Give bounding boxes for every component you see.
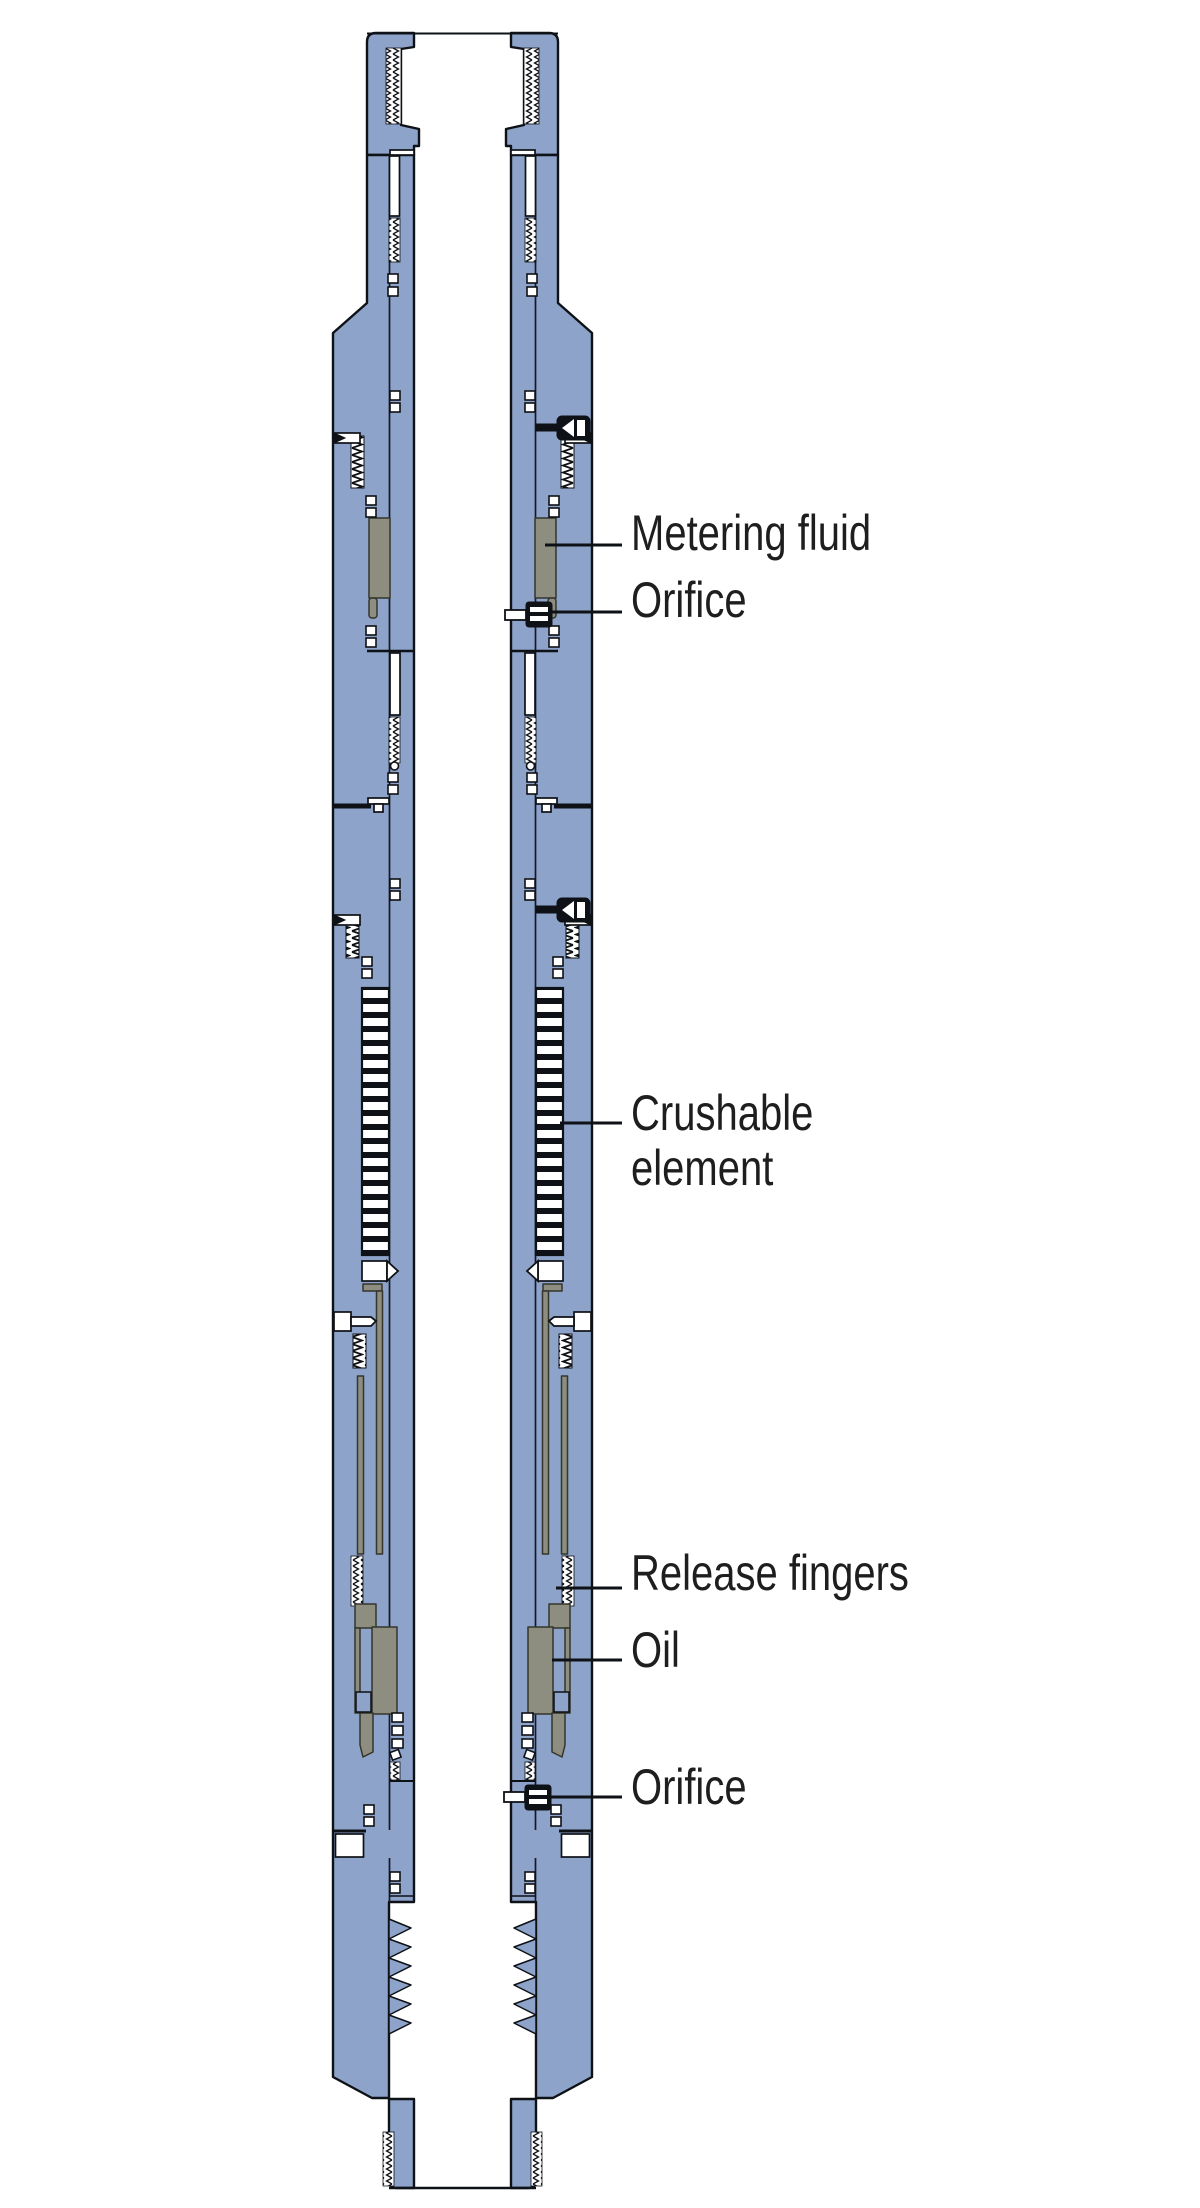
label-orifice-lower: Orifice xyxy=(631,1759,747,1815)
label-oil: Oil xyxy=(631,1622,680,1678)
label-metering-fluid: Metering fluid xyxy=(631,505,872,561)
label-orifice-upper: Orifice xyxy=(631,572,747,628)
label-crushable-line2: element xyxy=(631,1140,774,1196)
fill-valve-upper xyxy=(535,415,591,441)
fill-valve-lower xyxy=(535,897,591,923)
tool-right-half xyxy=(506,33,592,2188)
label-crushable-line1: Crushable xyxy=(631,1085,814,1141)
orifice-fitting-upper xyxy=(504,601,553,628)
tool-left-half xyxy=(333,33,419,2188)
label-crushable-element: Crushable element xyxy=(631,1086,813,1196)
label-release-fingers: Release fingers xyxy=(631,1545,909,1601)
